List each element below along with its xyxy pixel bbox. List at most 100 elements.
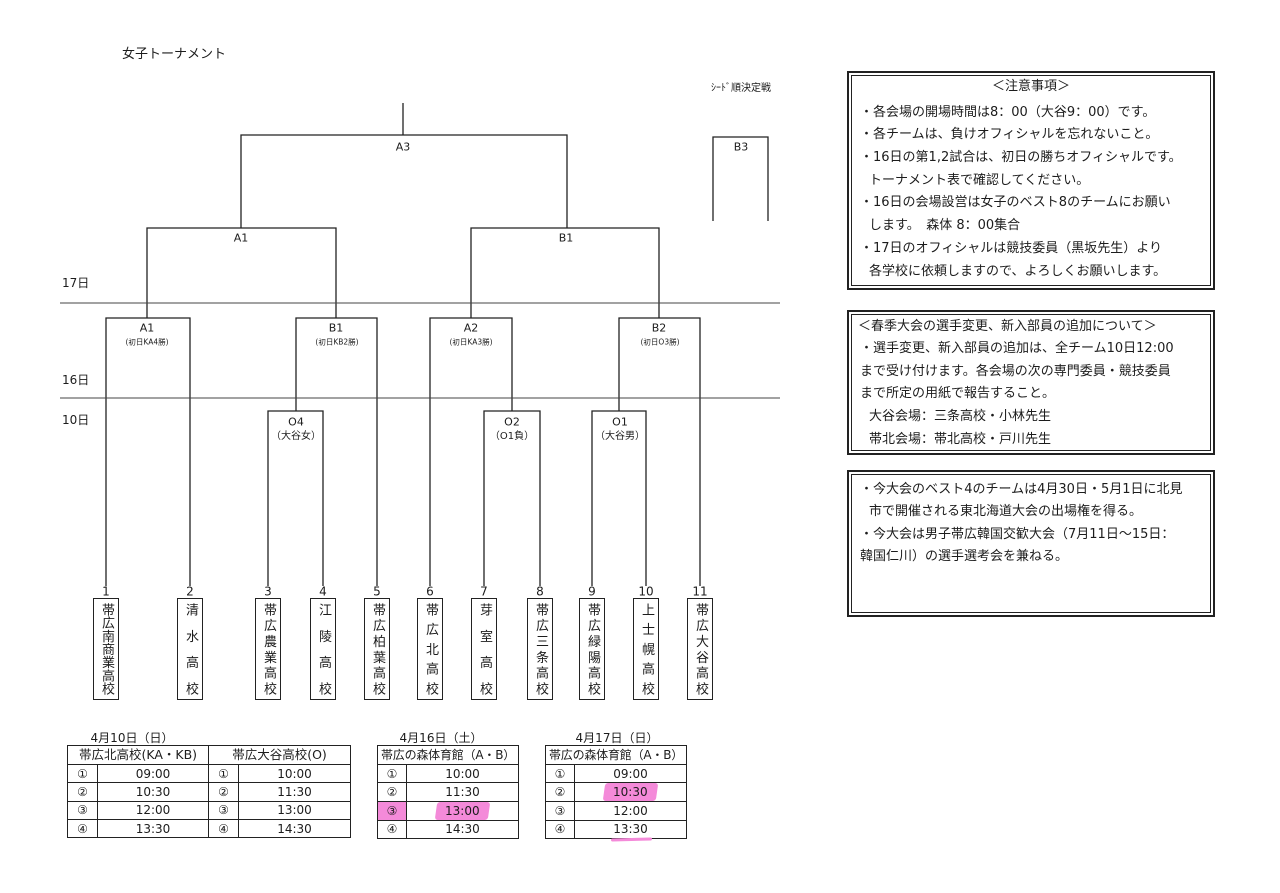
team-number: 3 [264, 584, 272, 599]
slot-time-underlined: 13:30 [613, 822, 648, 837]
notice-line: ・16日の第1,2試合は、初日の勝ちオフィシャルです。 [860, 150, 1182, 165]
schedule-date: 4月10日（日） [90, 731, 174, 745]
team-box: 帯広大谷高校 [687, 598, 713, 700]
day10-match-note: （大谷男） [595, 431, 645, 442]
slot-time-cell: 10:30 [573, 782, 688, 803]
final-label: A3 [395, 140, 411, 154]
team-name: 上士幌高校 [639, 603, 654, 695]
team-name: 帯広南商業高校 [99, 603, 114, 695]
seed-match-b3-bracket-line [712, 136, 769, 221]
team-name: 帯広三条高校 [533, 603, 548, 695]
team-box: 上士幌高校 [633, 598, 659, 700]
slot-time: 12:00 [97, 800, 209, 820]
day-label-16: 16日 [62, 373, 90, 387]
notice-box-player-changes: ＜春季大会の選手変更、新入部員の追加について＞ ・選手変更、新入部員の追加は、全… [847, 310, 1215, 455]
team-number: 8 [536, 584, 544, 599]
notice-line: 市で開催される東北海道大会の出場権を得る。 [869, 504, 1143, 520]
slot-time: 13:30 [97, 818, 209, 839]
slot-time-highlighted: 10:30 [613, 785, 648, 800]
match-o4-bracket-line [267, 410, 324, 586]
team-number: 4 [319, 584, 327, 599]
notice-line: ・各会場の開場時間は8：00（大谷9：00）です。 [860, 104, 1156, 120]
team-name: 帯広柏葉高校 [370, 603, 385, 695]
final-a3-bracket-line [240, 134, 568, 228]
semifinal-label-b1: B1 [558, 231, 574, 245]
team-number: 6 [426, 584, 434, 599]
day10-match-label: O4 [288, 415, 304, 429]
notice-box-cautions: ＜注意事項＞ ・各会場の開場時間は8：00（大谷9：00）です。 ・各チームは、… [847, 71, 1215, 290]
slot-time: 09:00 [573, 763, 688, 784]
seed-match-title: ｼｰﾄﾞ順決定戦 [711, 83, 771, 94]
notice-line: 韓国仁川）の選手選考会を兼ねる。 [860, 549, 1069, 565]
team-name: 江陵高校 [316, 603, 331, 695]
schedule-table-apr10: 帯広北高校(KA・KB) 帯広大谷高校(O) ① 09:00 ① 10:00 ②… [67, 745, 351, 839]
match-b1-bracket-line [295, 317, 378, 586]
slot-number-highlighted: ③ [377, 800, 407, 821]
notice-title: ＜春季大会の選手変更、新入部員の追加について＞ [858, 318, 1157, 334]
team-box: 清水高校 [177, 598, 203, 700]
notice-line: 大谷会場：三条高校・小林先生 [869, 409, 1052, 425]
team-name: 帯広北高校 [423, 603, 438, 695]
slot-time-highlighted: 13:00 [445, 803, 480, 818]
notice-line: 帯北会場：帯北高校・戸川先生 [869, 431, 1052, 447]
notice-box-qualification: ・今大会のベスト4のチームは4月30日・5月1日に北見 市で開催される東北海道大… [847, 470, 1215, 617]
slot-time: 10:00 [238, 763, 351, 784]
team-number: 1 [102, 584, 110, 599]
team-number: 7 [480, 584, 488, 599]
slot-time: 11:30 [238, 782, 351, 802]
slot-time: 14:30 [238, 818, 351, 839]
venue-header: 帯広の森体育館（A・B） [376, 745, 520, 765]
highlighter-mark: 10:30 [602, 783, 659, 802]
notice-line: トーナメント表で確認してください。 [869, 172, 1090, 188]
notice-line: します。 森体 8：00集合 [869, 218, 1021, 234]
team-box: 帯広三条高校 [527, 598, 553, 700]
day16-match-label: A1 [139, 321, 155, 335]
slot-number: ④ [545, 819, 575, 839]
match-a2-bracket-line [429, 317, 513, 586]
slot-number: ③ [545, 801, 575, 821]
notice-line: まで所定の用紙で報告すること。 [860, 386, 1056, 402]
team-number: 9 [588, 584, 596, 599]
team-number: 11 [692, 584, 708, 599]
semifinal-b1-bracket-line [470, 227, 660, 318]
slot-time: 12:00 [573, 801, 688, 821]
slot-number: ④ [67, 818, 98, 839]
match-o2-bracket-line [483, 410, 541, 586]
day16-match-label: B2 [651, 321, 667, 335]
day16-match-note: (初日KB2勝) [315, 337, 359, 347]
page-title: 女子トーナメント [122, 47, 227, 62]
notice-line: ・各チームは、負けオフィシャルを忘れないこと。 [860, 127, 1159, 143]
team-name: 帯広大谷高校 [693, 603, 708, 695]
seed-match-label: B3 [733, 140, 749, 154]
slot-time: 11:30 [405, 782, 520, 802]
day10-match-label: O2 [504, 415, 520, 429]
slot-number: ② [377, 782, 407, 802]
semifinal-label-a1: A1 [233, 231, 249, 245]
team-box: 芽室高校 [471, 598, 497, 700]
notice-line: まで受け付けます。各会場の次の専門委員・競技委員 [860, 363, 1171, 379]
schedule-table-apr16: 帯広の森体育館（A・B） ① 10:00 ② 11:30 ③ 13:00 ④ 1… [376, 745, 520, 839]
team-box: 江陵高校 [310, 598, 336, 700]
team-box: 帯広農業高校 [255, 598, 281, 700]
day-label-10: 10日 [62, 413, 90, 427]
team-name: 帯広緑陽高校 [585, 603, 600, 695]
notice-line: ・17日のオフィシャルは競技委員（黒坂先生）より [860, 240, 1163, 256]
schedule-table-apr17: 帯広の森体育館（A・B） ① 09:00 ② 10:30 ③ 12:00 ④ 1… [544, 745, 688, 839]
highlighter-mark: 13:00 [434, 801, 491, 820]
slot-number: ② [208, 782, 239, 802]
team-box: 帯広北高校 [417, 598, 443, 700]
slot-time: 14:30 [405, 819, 520, 839]
slot-number: ① [377, 763, 407, 784]
team-name: 芽室高校 [477, 603, 492, 695]
day16-match-note: (初日KA3勝) [449, 337, 493, 347]
team-box: 帯広柏葉高校 [364, 598, 390, 700]
slot-time: 10:30 [97, 782, 209, 802]
slot-number: ① [208, 763, 239, 784]
day10-match-note: （大谷女） [271, 431, 321, 442]
day10-match-note: （O1負） [489, 431, 535, 442]
day16-match-label: A2 [463, 321, 479, 335]
team-number: 5 [373, 584, 381, 599]
notice-line: ・選手変更、新入部員の追加は、全チーム10日12:00 [860, 341, 1174, 357]
schedule-date: 4月17日（日） [575, 731, 659, 745]
